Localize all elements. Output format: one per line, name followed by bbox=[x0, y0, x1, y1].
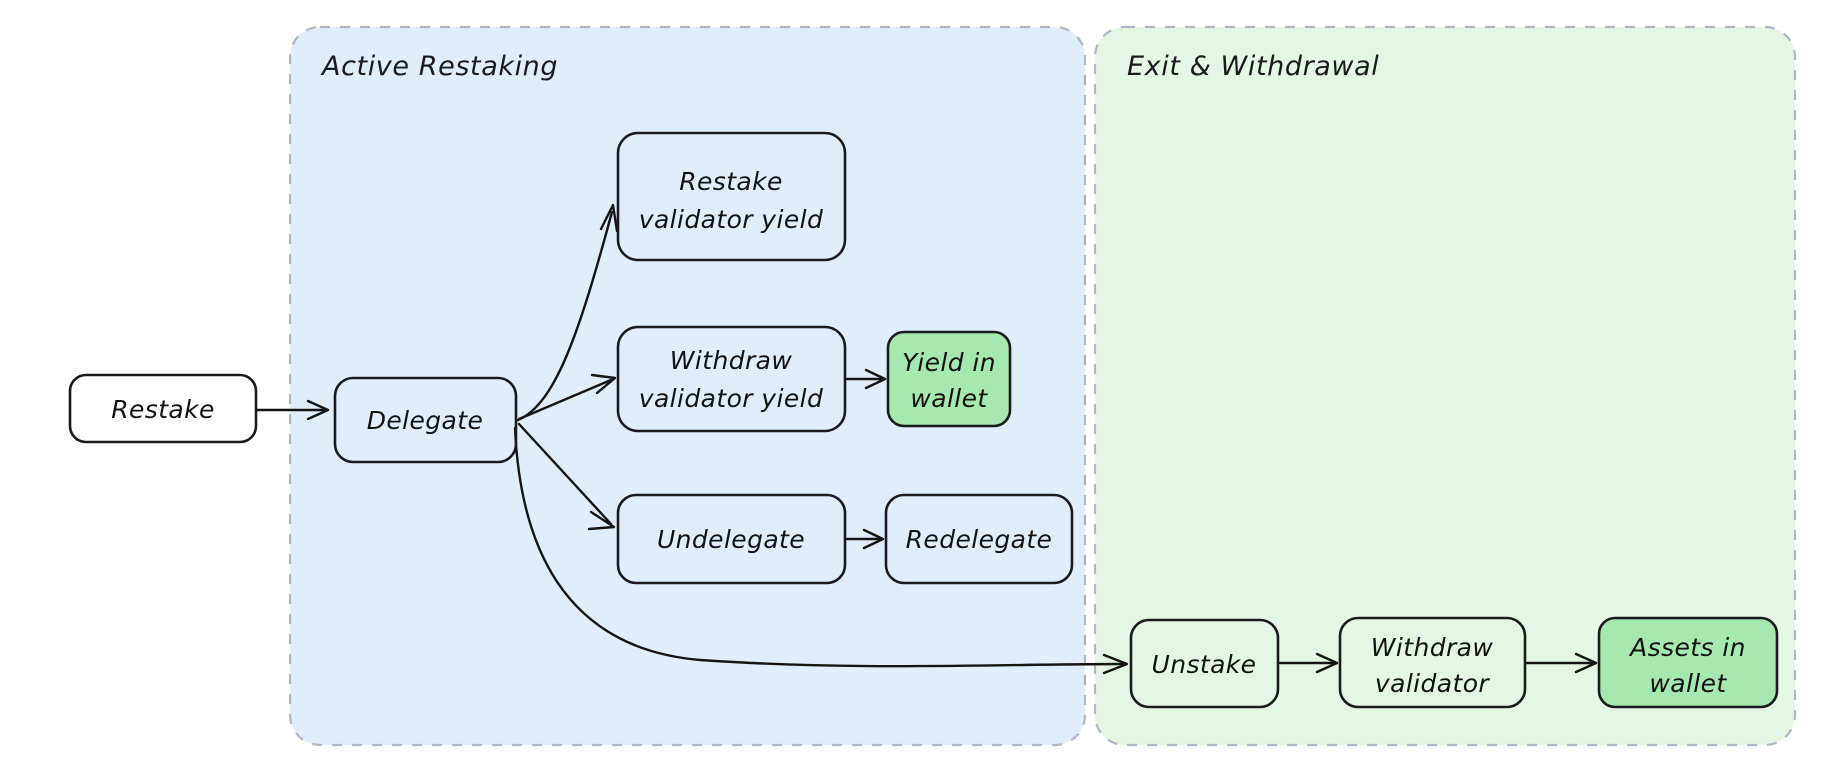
node-restake-rect[interactable] bbox=[68, 373, 258, 444]
node-yield-in-wallet-label-line2: wallet bbox=[910, 384, 988, 413]
node-delegate[interactable]: Delegate bbox=[333, 376, 518, 464]
node-assets-in-wallet[interactable]: Assets in wallet bbox=[1597, 616, 1779, 709]
group-exit-withdrawal[interactable]: Exit & Withdrawal bbox=[1093, 25, 1797, 747]
node-redelegate-rect[interactable] bbox=[884, 493, 1074, 585]
node-restake-validator-yield-label-line1: Restake bbox=[679, 167, 783, 196]
node-yield-in-wallet[interactable]: Yield in wallet bbox=[886, 330, 1012, 428]
edge-withdraw-validator-yield-to-yield-in-wallet[interactable] bbox=[845, 368, 887, 390]
group-exit-withdrawal-label: Exit & Withdrawal bbox=[1127, 51, 1379, 82]
edge-delegate-to-restake-validator-yield[interactable] bbox=[516, 203, 619, 422]
node-restake-validator-yield-rect[interactable] bbox=[616, 131, 847, 262]
node-undelegate-rect[interactable] bbox=[616, 493, 847, 585]
node-delegate-rect[interactable] bbox=[333, 376, 518, 464]
edge-delegate-to-undelegate[interactable] bbox=[517, 422, 616, 531]
node-restake-label: Restake bbox=[111, 395, 215, 424]
edge-withdraw-validator-to-assets-in-wallet[interactable] bbox=[1525, 652, 1598, 674]
node-withdraw-validator-yield-label-line1: Withdraw bbox=[670, 346, 793, 375]
group-exit-withdrawal-rect[interactable] bbox=[1093, 25, 1797, 747]
node-undelegate[interactable]: Undelegate bbox=[616, 493, 847, 585]
node-assets-in-wallet-label-line2: wallet bbox=[1649, 669, 1727, 698]
edges-layer bbox=[255, 203, 1598, 675]
node-withdraw-validator-label-line1: Withdraw bbox=[1371, 633, 1494, 662]
edge-restake-to-delegate[interactable] bbox=[255, 399, 330, 421]
node-withdraw-validator-yield-label-line2: validator yield bbox=[639, 384, 823, 413]
node-unstake[interactable]: Unstake bbox=[1129, 618, 1280, 709]
node-unstake-label: Unstake bbox=[1152, 650, 1257, 679]
edge-delegate-to-unstake[interactable] bbox=[513, 426, 1129, 675]
edge-delegate-to-withdraw-validator-yield[interactable] bbox=[517, 373, 617, 421]
node-restake-validator-yield-label-line2: validator yield bbox=[639, 205, 823, 234]
node-assets-in-wallet-rect[interactable] bbox=[1597, 616, 1779, 709]
node-withdraw-validator[interactable]: Withdraw validator bbox=[1338, 616, 1527, 709]
node-delegate-label: Delegate bbox=[367, 406, 484, 435]
node-assets-in-wallet-label-line1: Assets in bbox=[1628, 633, 1746, 662]
edge-unstake-to-withdraw-validator[interactable] bbox=[1278, 652, 1339, 674]
node-withdraw-validator-yield[interactable]: Withdraw validator yield bbox=[616, 325, 847, 433]
node-yield-in-wallet-label-line1: Yield in bbox=[902, 348, 996, 377]
node-restake[interactable]: Restake bbox=[68, 373, 258, 444]
node-restake-validator-yield[interactable]: Restake validator yield bbox=[616, 131, 847, 262]
group-active-restaking-label: Active Restaking bbox=[320, 51, 558, 82]
node-withdraw-validator-yield-rect[interactable] bbox=[616, 325, 847, 433]
node-unstake-rect[interactable] bbox=[1129, 618, 1280, 709]
node-yield-in-wallet-rect[interactable] bbox=[886, 330, 1012, 428]
node-redelegate[interactable]: Redelegate bbox=[884, 493, 1074, 585]
node-withdraw-validator-rect[interactable] bbox=[1338, 616, 1527, 709]
node-redelegate-label: Redelegate bbox=[906, 525, 1053, 554]
node-withdraw-validator-label-line2: validator bbox=[1375, 669, 1490, 698]
nodes-layer: Restake Delegate Restake validator yield… bbox=[68, 131, 1779, 709]
edge-undelegate-to-redelegate[interactable] bbox=[845, 528, 885, 550]
node-undelegate-label: Undelegate bbox=[657, 525, 805, 554]
